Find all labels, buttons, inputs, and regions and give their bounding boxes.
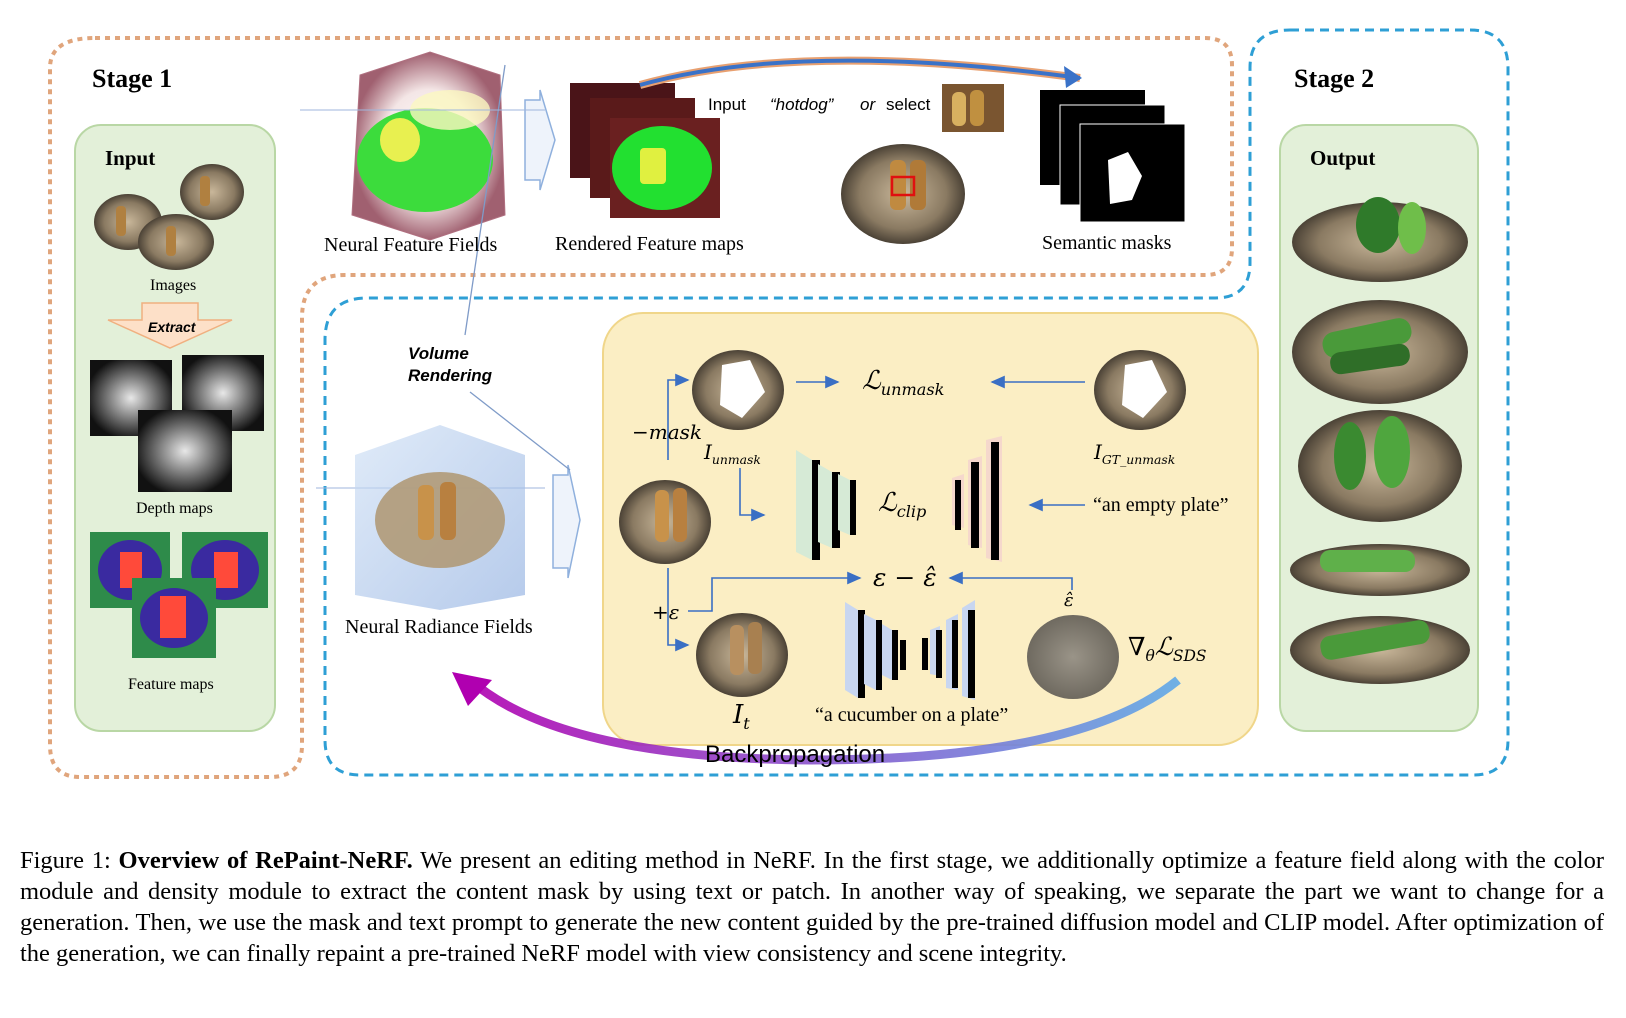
i-gt-unmask-label: IGT_unmask (1094, 440, 1176, 467)
select-word: select (886, 95, 931, 114)
grad-sds-label: ∇θℒSDS (1128, 632, 1207, 665)
depth-maps-label: Depth maps (136, 500, 213, 517)
backpropagation-label: Backpropagation (705, 741, 886, 768)
stage2-outline (323, 28, 1510, 777)
feature-maps (90, 532, 268, 658)
nerf-label: Neural Radiance Fields (345, 616, 533, 638)
i-unmask-label: Iunmask (704, 440, 761, 467)
depth-maps (90, 355, 264, 492)
semantic-masks-label: Semantic masks (1042, 232, 1172, 254)
caption-body: We present an editing method in NeRF. In… (20, 847, 1604, 967)
empty-plate-prompt: “an empty plate” (1093, 494, 1229, 516)
stage1-outline (48, 36, 1234, 779)
clip-encoder-2 (952, 436, 1002, 562)
semantic-masks-graphic (1040, 90, 1186, 223)
noise-eps-hat (1027, 615, 1119, 699)
figure-caption: Figure 1: Overview of RePaint-NeRF. We p… (20, 845, 1604, 969)
output-title: Output (1310, 146, 1376, 170)
unet-bars (845, 600, 975, 700)
nff-label: Neural Feature Fields (324, 234, 498, 256)
input-render-plate (619, 480, 711, 564)
diagram-canvas (48, 28, 1510, 779)
noisy-plate-it (696, 613, 788, 697)
volume-rendering-label: Volume Rendering (408, 344, 493, 385)
extract-arrow (107, 302, 233, 349)
stage2-title: Stage 2 (1294, 64, 1375, 93)
extract-label: Extract (148, 319, 196, 335)
rendered-feature-maps-graphic (570, 83, 720, 218)
unmask-plate (692, 350, 784, 430)
loss-clip: ℒclip (878, 488, 927, 522)
input-title: Input (105, 146, 156, 170)
or-word: or (860, 95, 876, 114)
cucumber-prompt: “a cucumber on a plate” (815, 704, 1009, 726)
minus-mask-label: −mask (632, 420, 703, 444)
plus-eps-label: +ε (652, 600, 680, 624)
backprop-arrow (467, 676, 1181, 765)
nerf-cube-graphic (355, 425, 525, 610)
stage1-title: Stage 1 (92, 64, 173, 93)
eps-difference: ε − ε̂ (873, 563, 937, 592)
feature-maps-label: Feature maps (128, 676, 214, 693)
caption-title: Overview of RePaint-NeRF. (118, 847, 413, 874)
loss-unmask: ℒunmask (862, 366, 945, 400)
rendered-feature-maps-label: Rendered Feature maps (555, 233, 744, 255)
input-word: Input (708, 95, 746, 114)
clip-encoder-1 (796, 450, 856, 560)
eps-hat-label: ε̂ (1064, 590, 1074, 611)
images-label: Images (150, 277, 197, 294)
neural-feature-fields-graphic (351, 51, 506, 241)
output-plates (1290, 197, 1470, 684)
caption-prefix: Figure 1: (20, 847, 111, 874)
selection-box (890, 175, 916, 197)
gt-unmask-plate (1094, 350, 1186, 430)
hotdog-prompt: “hotdog” (770, 95, 834, 114)
input-images (94, 164, 244, 270)
i-t-label: It (733, 700, 750, 734)
